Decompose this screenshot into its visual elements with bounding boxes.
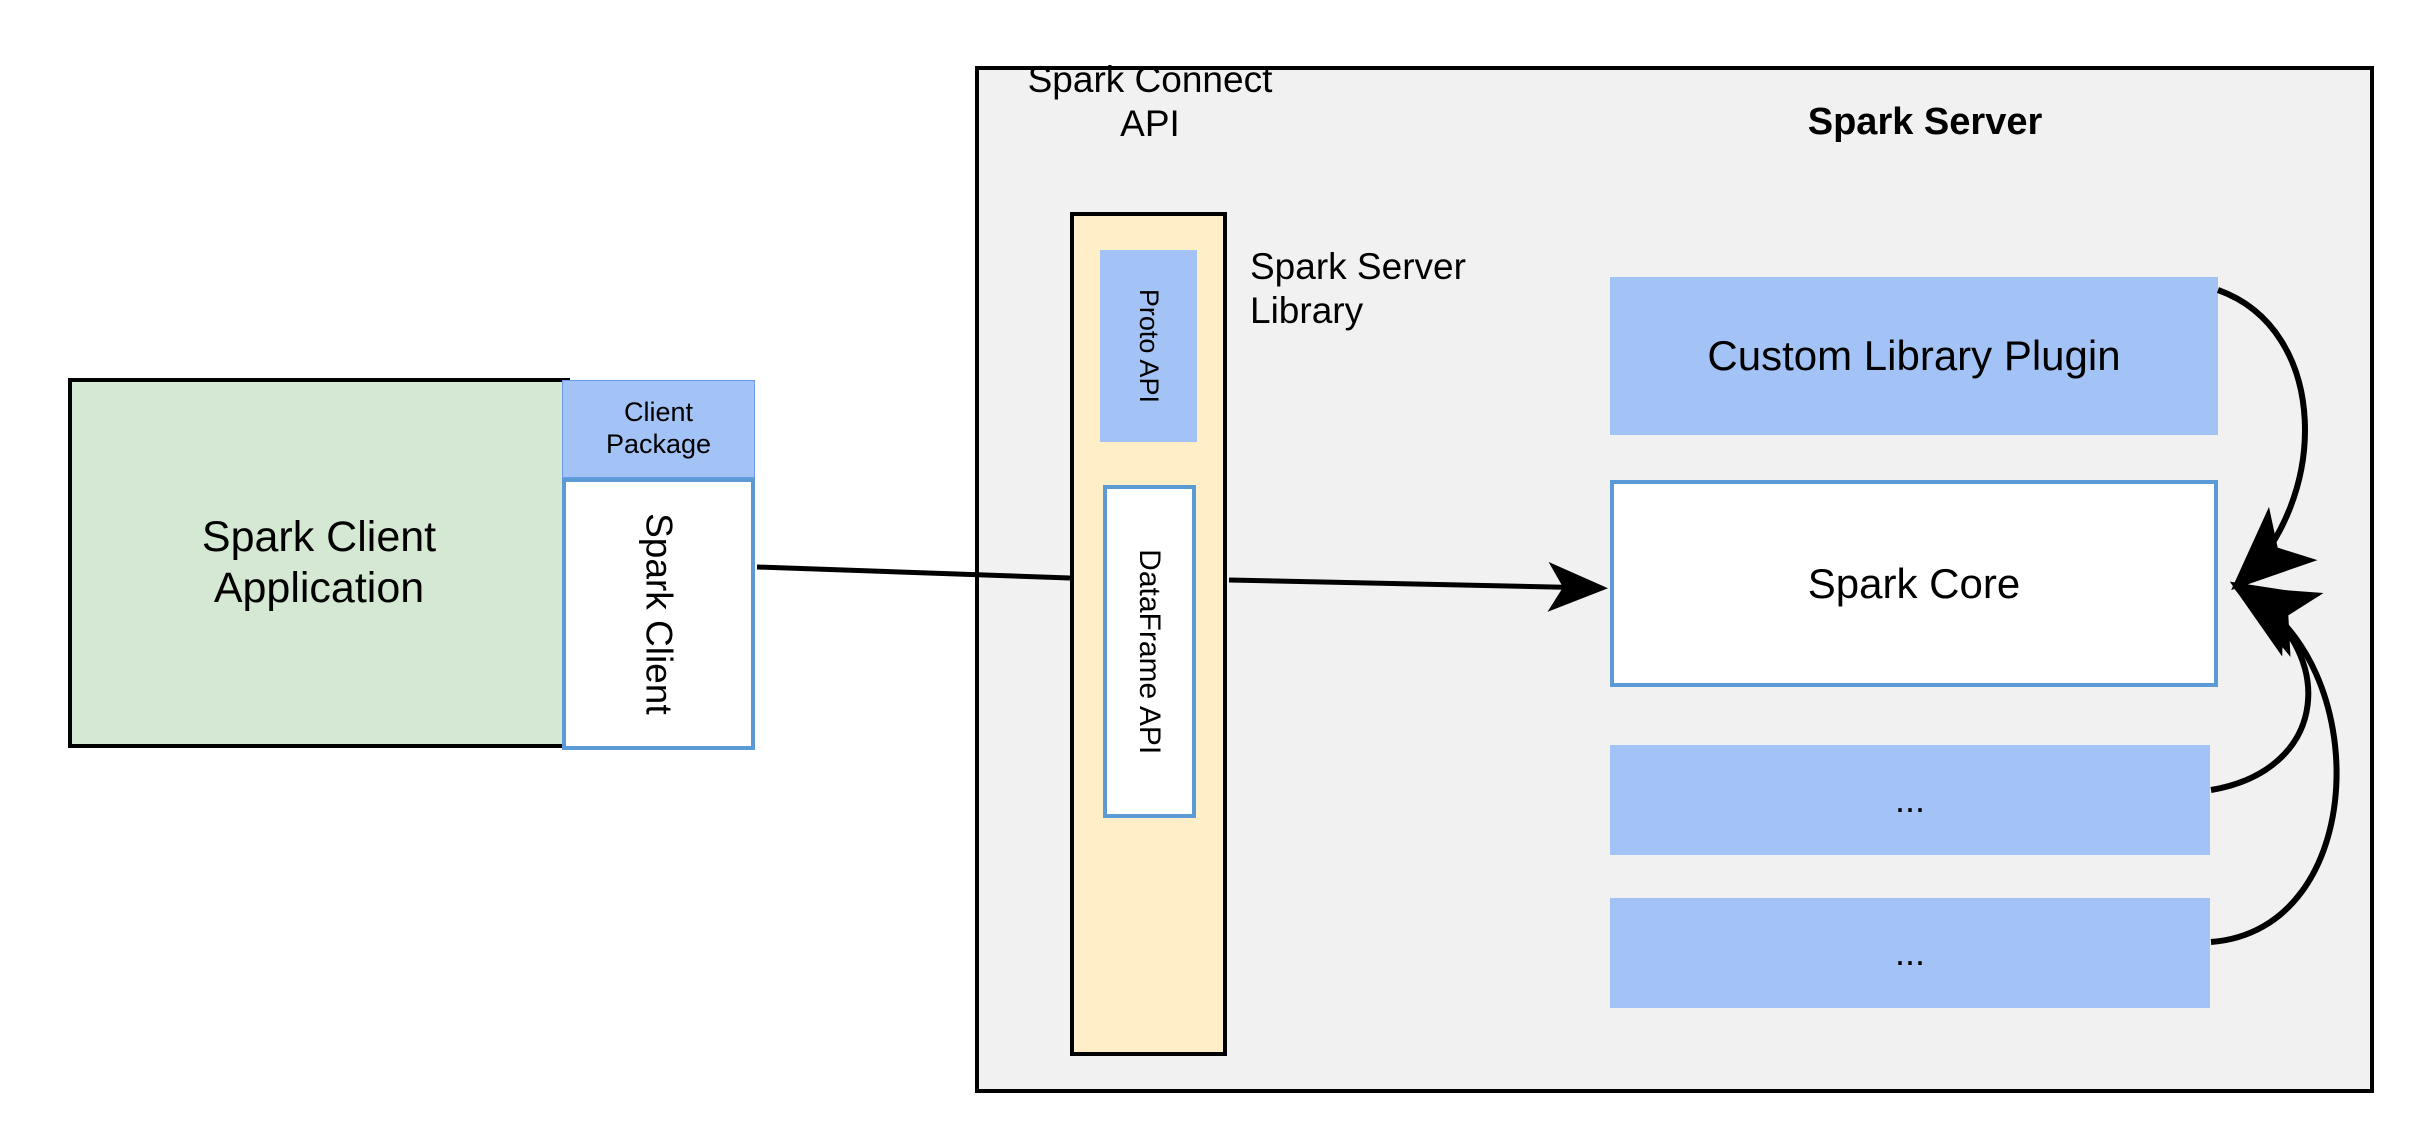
spark-connect-api-label: Spark Connect API xyxy=(1000,59,1300,144)
spark-client-application-box[interactable]: Spark Client Application xyxy=(68,378,570,748)
ellipsis-box-2[interactable]: ... xyxy=(1610,898,2210,1008)
spark-core-label: Spark Core xyxy=(1807,559,2021,607)
spark-client-box[interactable]: Spark Client xyxy=(562,478,755,750)
ellipsis-box-1-label: ... xyxy=(1894,778,1925,820)
ellipsis-box-1[interactable]: ... xyxy=(1610,745,2210,855)
dataframe-api-label: DataFrame API xyxy=(1133,548,1167,755)
spark-server-title: Spark Server xyxy=(1725,97,2125,147)
spark-client-application-label: Spark Client Application xyxy=(201,513,437,612)
spark-connect-api-label-text: Spark Connect API xyxy=(1027,59,1273,144)
client-package-label: Client Package xyxy=(605,397,712,459)
spark-server-library-label-text: Spark Server Library xyxy=(1250,246,1466,331)
ellipsis-box-2-label: ... xyxy=(1894,931,1925,973)
dataframe-api-box[interactable]: DataFrame API xyxy=(1103,485,1196,818)
spark-server-library-label: Spark Server Library xyxy=(1250,245,1580,345)
proto-api-box[interactable]: Proto API xyxy=(1100,250,1197,442)
custom-library-plugin-box[interactable]: Custom Library Plugin xyxy=(1610,277,2218,435)
proto-api-label: Proto API xyxy=(1134,288,1165,404)
spark-server-title-text: Spark Server xyxy=(1807,100,2043,143)
spark-core-box[interactable]: Spark Core xyxy=(1610,480,2218,687)
custom-library-plugin-label: Custom Library Plugin xyxy=(1707,332,2121,380)
spark-client-label: Spark Client xyxy=(638,513,680,715)
client-package-box[interactable]: Client Package xyxy=(562,380,755,478)
